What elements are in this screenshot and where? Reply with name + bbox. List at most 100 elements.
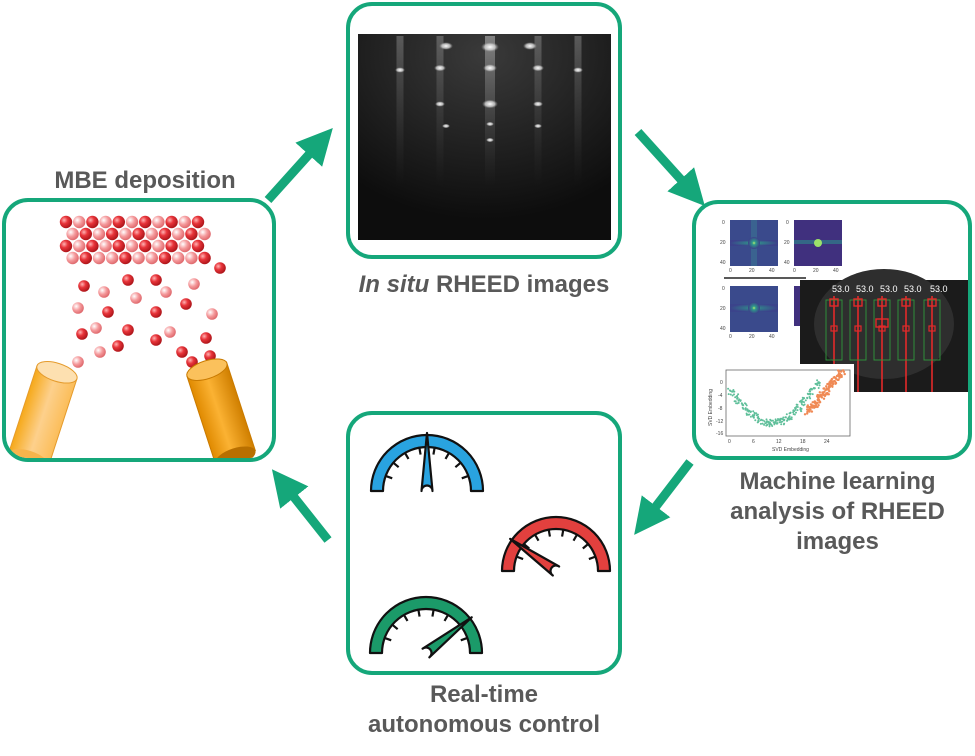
embedding-point	[771, 419, 774, 422]
embedding-point	[731, 394, 734, 397]
atom	[90, 322, 102, 334]
rheed-label-rest: RHEED images	[429, 271, 610, 298]
fft3-xtick-0: 0	[729, 334, 732, 340]
embedding-point	[755, 412, 758, 415]
embedding-point	[832, 376, 835, 379]
embedding-point	[790, 416, 793, 419]
embedding-point	[788, 415, 791, 418]
gauge-red	[500, 515, 612, 577]
atom	[172, 227, 185, 241]
embedding-point	[804, 399, 807, 402]
rheed-spot	[533, 101, 543, 107]
peak-marker	[877, 298, 887, 307]
control-panel	[346, 411, 622, 675]
embed-ytick-4: -16	[716, 431, 723, 437]
embedding-point	[809, 403, 813, 406]
embedding-point	[745, 404, 748, 407]
peak-marker	[875, 318, 889, 328]
atom	[152, 215, 165, 229]
fft3-ytick-1: 20	[720, 306, 726, 312]
embedding-point	[796, 409, 799, 412]
embedding-point	[780, 421, 782, 424]
embedding-point	[766, 423, 769, 426]
embedding-point	[810, 410, 814, 413]
effusion-cell-left	[7, 361, 78, 458]
atom	[180, 298, 192, 310]
peak-marker	[902, 325, 910, 332]
embedding-point	[840, 375, 843, 379]
embedding-point	[757, 415, 760, 418]
rheed-spot	[483, 64, 497, 72]
embedding-point	[806, 404, 809, 407]
atom	[102, 306, 114, 318]
embedding-point	[799, 407, 802, 409]
embedding-point	[749, 410, 752, 413]
atom	[72, 356, 84, 368]
embedding-point	[775, 422, 778, 425]
embedding-point	[826, 382, 829, 386]
embedding-point	[792, 411, 795, 414]
mbe-illustration	[7, 215, 256, 458]
peak-marker	[854, 325, 862, 332]
atom	[145, 227, 158, 241]
embedding-point	[834, 376, 837, 380]
atom	[86, 239, 99, 253]
embedding-point	[796, 406, 799, 408]
embedding-point	[806, 392, 809, 395]
atom	[165, 215, 178, 229]
atom	[72, 302, 84, 314]
peak-marker	[878, 325, 886, 332]
atom	[150, 334, 162, 346]
embedding-point	[780, 423, 783, 426]
atom	[119, 251, 132, 265]
embedding-point	[736, 397, 739, 400]
embedding-point	[827, 386, 831, 389]
atom	[122, 274, 134, 286]
embedding-point	[752, 410, 755, 413]
embedding-point	[826, 391, 829, 395]
fft-ytick-1: 20	[720, 240, 726, 246]
embedding-point	[834, 381, 838, 385]
atom	[139, 239, 152, 253]
atom	[98, 286, 110, 298]
embedding-point	[799, 408, 802, 411]
embedding-point	[795, 411, 797, 414]
embedding-point	[768, 425, 771, 428]
atom	[198, 251, 211, 265]
arrow-rheed-to-ml	[634, 128, 705, 207]
mbe-deposition-label: MBE deposition	[54, 167, 236, 194]
ml-panel: 0 20 40 0 20 40 0 20 40 0 20 40 0 20 40 …	[692, 200, 972, 460]
embedding-point	[778, 421, 781, 424]
embedding-point	[831, 380, 834, 383]
fft3-ytick-0: 0	[722, 286, 725, 292]
embedding-point	[841, 369, 845, 372]
fft-xtick-1: 20	[749, 268, 755, 274]
embedding-point	[751, 414, 754, 417]
embedding-point	[808, 396, 811, 398]
atom	[185, 251, 198, 265]
embedding-point	[817, 387, 820, 389]
embedding-point	[737, 399, 740, 402]
embedding-point	[749, 415, 752, 418]
ml-label: Machine learning analysis of RHEED image…	[700, 467, 975, 557]
embedding-point	[838, 376, 841, 379]
peak-region-box	[849, 299, 867, 361]
embedding-point	[817, 404, 820, 407]
embedding-point	[818, 399, 821, 403]
atom	[79, 251, 93, 265]
peak-marker	[927, 298, 937, 307]
embedding-point	[794, 408, 797, 411]
atom	[158, 251, 172, 265]
atom	[94, 346, 106, 358]
embed-ylabel: SVD Embedding	[708, 389, 714, 426]
atom	[112, 340, 124, 352]
embedding-point	[796, 403, 799, 406]
embedding-point	[727, 387, 730, 390]
embedding-point	[761, 419, 764, 422]
fft3-ytick-2: 40	[720, 326, 726, 332]
embedding-point	[739, 399, 742, 402]
atom	[200, 332, 212, 344]
embed-xtick-1: 6	[752, 439, 755, 445]
rheed-streak	[534, 36, 542, 186]
